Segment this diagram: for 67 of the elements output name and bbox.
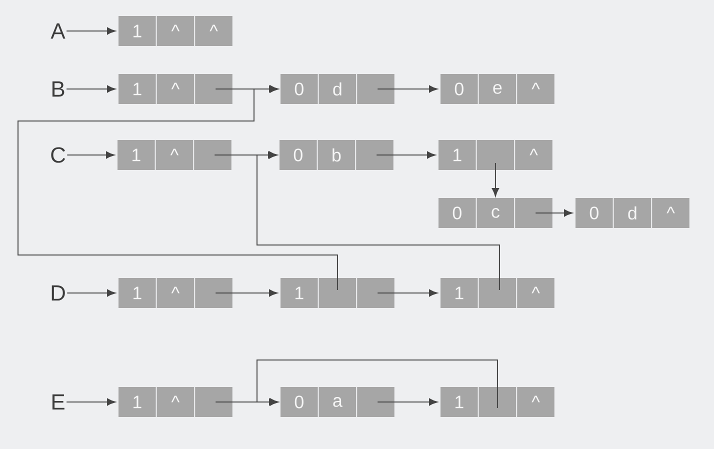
node-label: 1 (132, 148, 140, 162)
node-label: ^ (666, 206, 675, 214)
arrow (377, 289, 438, 297)
node-label: a (333, 397, 342, 407)
list-name: E (52, 394, 64, 410)
list-name: B (52, 81, 64, 97)
list-node: 1 ^ ^ (118, 16, 232, 46)
list-node: 0 e ^ (440, 74, 554, 104)
node-label: ^ (170, 148, 179, 156)
node-label: ^ (532, 82, 540, 90)
node-label: 0 (294, 148, 302, 162)
arrow (535, 209, 573, 217)
node-label: 1 (456, 396, 464, 408)
list-node: 1 (280, 278, 394, 308)
arrow (256, 360, 498, 408)
list-name: A (50, 23, 66, 39)
node-label: 0 (452, 206, 462, 220)
node-label: ^ (532, 286, 540, 294)
arrow (66, 85, 116, 93)
node-label: 0 (294, 82, 304, 96)
node-label: d (333, 82, 342, 96)
arrow (66, 289, 116, 297)
node-label: 1 (134, 24, 142, 38)
list-node: 1 ^ (118, 140, 232, 170)
node-label: c (492, 208, 500, 218)
list-node: 1 ^ (440, 278, 554, 308)
arrow (376, 151, 436, 159)
node-label: 0 (294, 396, 304, 408)
list-node: 0 d ^ (576, 198, 690, 228)
node-label: e (493, 84, 502, 94)
arrow (66, 398, 116, 406)
node-label: ^ (532, 396, 540, 402)
arrow (66, 151, 115, 159)
arrow (377, 398, 438, 406)
list-node: 0 c (438, 198, 552, 228)
node-label: 1 (134, 396, 142, 408)
node-label: 1 (296, 286, 304, 300)
node-label: b (332, 148, 341, 162)
arrow (492, 162, 500, 197)
node-label: ^ (171, 396, 180, 402)
arrow (66, 27, 116, 35)
arrow (215, 289, 278, 297)
node-label: 1 (134, 286, 142, 300)
node-label: ^ (171, 82, 180, 90)
node-label: d (628, 206, 636, 220)
list-node: 0 d (280, 74, 394, 104)
list-node: 1 ^ (118, 278, 232, 308)
node-label: 0 (454, 82, 464, 96)
list-name: C (51, 147, 66, 163)
node-label: 1 (454, 148, 462, 162)
node-label: 1 (134, 82, 142, 96)
arrow (256, 151, 500, 290)
node-label: ^ (171, 286, 180, 294)
arrow (377, 85, 438, 93)
node-label: ^ (530, 148, 538, 156)
list-node: 1 ^ (118, 74, 232, 104)
list-node: 1 ^ (438, 140, 552, 170)
list-name: D (52, 285, 65, 301)
node-label: ^ (210, 24, 218, 32)
list-node: 0 b (280, 140, 394, 170)
node-label: 1 (456, 286, 464, 300)
list-node: 1 ^ (118, 387, 232, 417)
list-node: 1 ^ (440, 387, 554, 417)
node-label: ^ (171, 24, 180, 32)
arrow (18, 85, 338, 290)
node-label: 0 (590, 206, 598, 220)
list-node: 0 a (280, 387, 394, 417)
